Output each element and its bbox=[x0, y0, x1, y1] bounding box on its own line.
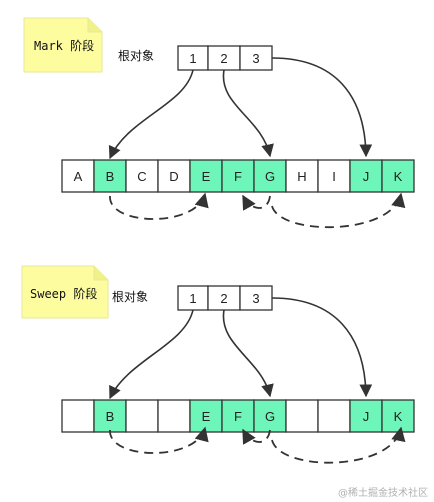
heap-cell-label: G bbox=[265, 169, 275, 184]
heap-cell-label: J bbox=[363, 409, 370, 424]
heap-cell bbox=[349, 399, 383, 433]
ref-arrow-root1-to-b bbox=[109, 309, 194, 400]
ref-arrow-g-to-k bbox=[271, 192, 406, 228]
heap-cell-label: C bbox=[137, 169, 146, 184]
heap-cell bbox=[189, 159, 223, 193]
heap-cell-label: E bbox=[202, 409, 211, 424]
heap-cell bbox=[317, 159, 351, 193]
sweep-note: Sweep 阶段 bbox=[21, 265, 109, 319]
heap-cell-label: G bbox=[265, 409, 275, 424]
mark-heap-row: A B C D E F G H I J K bbox=[61, 159, 415, 193]
heap-cell bbox=[61, 399, 95, 433]
heap-cell-label: J bbox=[363, 169, 370, 184]
root-label: 根对象 bbox=[118, 49, 154, 63]
ref-arrow-b-to-e bbox=[109, 192, 209, 220]
heap-cell-label: A bbox=[74, 169, 83, 184]
heap-cell bbox=[285, 399, 319, 433]
heap-cell-label: D bbox=[169, 169, 178, 184]
heap-cell bbox=[349, 159, 383, 193]
heap-cell bbox=[221, 159, 255, 193]
sweep-panel: Sweep 阶段 根对象 1 2 3 B E F G J K bbox=[21, 265, 415, 464]
heap-cell bbox=[125, 399, 159, 433]
heap-cell-label: F bbox=[234, 169, 242, 184]
root-2-cell bbox=[207, 285, 241, 311]
heap-cell-label: K bbox=[394, 169, 403, 184]
root-2-label: 2 bbox=[220, 291, 227, 306]
root-1-label: 1 bbox=[189, 51, 196, 66]
root-3-label: 3 bbox=[252, 51, 259, 66]
root-3-cell bbox=[239, 285, 273, 311]
heap-cell bbox=[253, 399, 287, 433]
root-3-cell bbox=[239, 45, 273, 71]
heap-cell-label: B bbox=[106, 169, 115, 184]
ref-arrow-root3-to-j bbox=[271, 57, 373, 158]
heap-cell bbox=[157, 399, 191, 433]
root-1-label: 1 bbox=[189, 291, 196, 306]
heap-cell-label: I bbox=[332, 169, 336, 184]
ref-arrow-g-to-f bbox=[242, 194, 271, 211]
heap-cell bbox=[317, 399, 351, 433]
heap-cell-label: H bbox=[297, 169, 306, 184]
root-label: 根对象 bbox=[112, 290, 148, 304]
heap-cell-label: B bbox=[106, 409, 115, 424]
heap-cell bbox=[221, 399, 255, 433]
mark-panel: Mark 阶段 根对象 1 2 3 A B C D E F G H I J K bbox=[23, 17, 415, 228]
mark-note-text: Mark 阶段 bbox=[34, 38, 94, 53]
ref-arrow-root2-to-g bbox=[222, 309, 274, 398]
root-set: 1 2 3 bbox=[177, 285, 273, 311]
heap-cell bbox=[157, 159, 191, 193]
ref-arrow-root3-to-j bbox=[271, 297, 373, 398]
ref-arrow-g-to-k bbox=[271, 426, 406, 464]
ref-arrow-root2-to-g bbox=[222, 69, 274, 158]
watermark-text: @稀土掘金技术社区 bbox=[338, 486, 428, 499]
heap-cell-label: E bbox=[202, 169, 211, 184]
heap-cell-label: K bbox=[394, 409, 403, 424]
heap-cell-label: F bbox=[234, 409, 242, 424]
root-3-label: 3 bbox=[252, 291, 259, 306]
mark-note: Mark 阶段 bbox=[23, 17, 103, 73]
heap-cell bbox=[381, 399, 415, 433]
ref-arrow-root1-to-b bbox=[108, 69, 194, 160]
heap-cell bbox=[381, 159, 415, 193]
heap-cell bbox=[93, 159, 127, 193]
heap-cell bbox=[253, 159, 287, 193]
sweep-note-text: Sweep 阶段 bbox=[30, 286, 97, 301]
heap-cell bbox=[125, 159, 159, 193]
ref-arrow-g-to-f bbox=[242, 428, 271, 445]
root-2-label: 2 bbox=[220, 51, 227, 66]
root-set: 1 2 3 bbox=[177, 45, 273, 71]
